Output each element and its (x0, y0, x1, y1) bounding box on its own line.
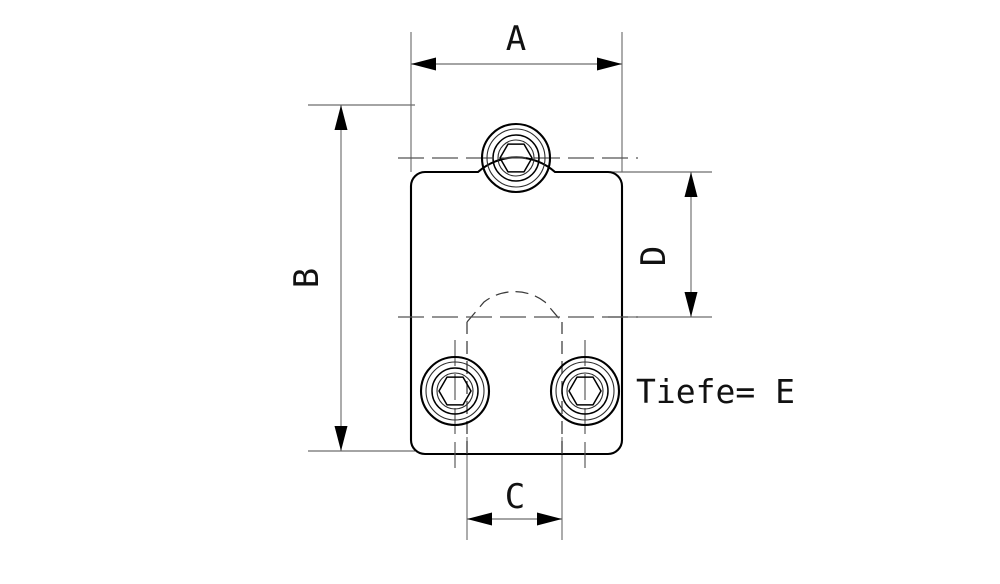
screw-bl-head-inner (425, 361, 485, 421)
dimension-label-b: B (287, 268, 327, 288)
screw-top-bore-inner (497, 139, 535, 177)
screw-bl-hex-socket (438, 376, 472, 406)
socket-head-screw-bottom-left (419, 355, 491, 427)
drawing-notes: Tiefe= E (636, 372, 795, 411)
part-geometry (409, 156, 624, 456)
screw-bl-bore (431, 367, 479, 415)
screw-top-head-inner (486, 128, 546, 188)
arrow-c-right (537, 512, 562, 526)
top-boss-arc (477, 156, 556, 173)
hidden-pocket (466, 290, 563, 454)
main-body-outline (409, 156, 624, 456)
dimension-label-d: D (634, 246, 674, 266)
screw-bl-head-outer (419, 355, 491, 427)
hidden-pocket-arch (466, 290, 563, 323)
dimension-label-a: A (506, 19, 526, 59)
arrow-d-top (684, 172, 698, 197)
dimension-labels: A B C D (287, 19, 674, 517)
screw-br-bore-inner (566, 372, 604, 410)
screw-top-hex-socket (499, 143, 533, 173)
arrow-a-right (597, 57, 622, 71)
screw-bl-bore-inner (436, 372, 474, 410)
screw-top-bore (492, 134, 540, 182)
arrow-c-left (467, 512, 492, 526)
screw-br-bore (561, 367, 609, 415)
dimension-lines (334, 57, 698, 526)
arrow-b-bottom (334, 426, 348, 451)
depth-note-text: Tiefe= E (636, 372, 795, 411)
socket-head-screw-bottom-right (549, 355, 621, 427)
screw-br-hex-socket (568, 376, 602, 406)
extension-lines (308, 32, 712, 540)
screw-br-head-outer (549, 355, 621, 427)
screw-top-head-outer (480, 122, 552, 194)
socket-head-screw-top (480, 122, 552, 194)
arrow-a-left (411, 57, 436, 71)
arrow-b-top (334, 105, 348, 130)
dimension-label-c: C (505, 477, 525, 517)
screw-br-head-inner (555, 361, 615, 421)
centerlines (398, 157, 638, 472)
arrow-d-bottom (684, 292, 698, 317)
